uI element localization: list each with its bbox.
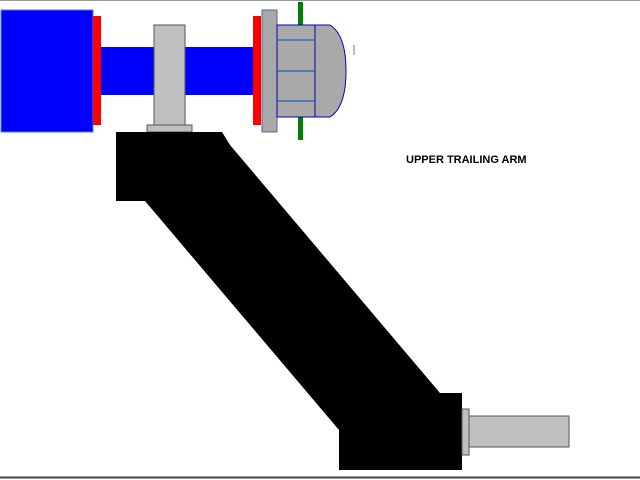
hub-cap [314,24,347,118]
upright-bracket [153,24,186,126]
right-red-plate [253,16,261,125]
diagram-title: UPPER TRAILING ARM [406,154,527,166]
hub-flange [261,9,278,133]
bracket-base [146,124,193,133]
arm-end-flange [461,408,470,456]
motor-block [0,9,94,133]
left-red-plate [93,16,101,125]
trailing-arm-body [116,132,462,470]
arm-end-shaft [468,415,570,448]
